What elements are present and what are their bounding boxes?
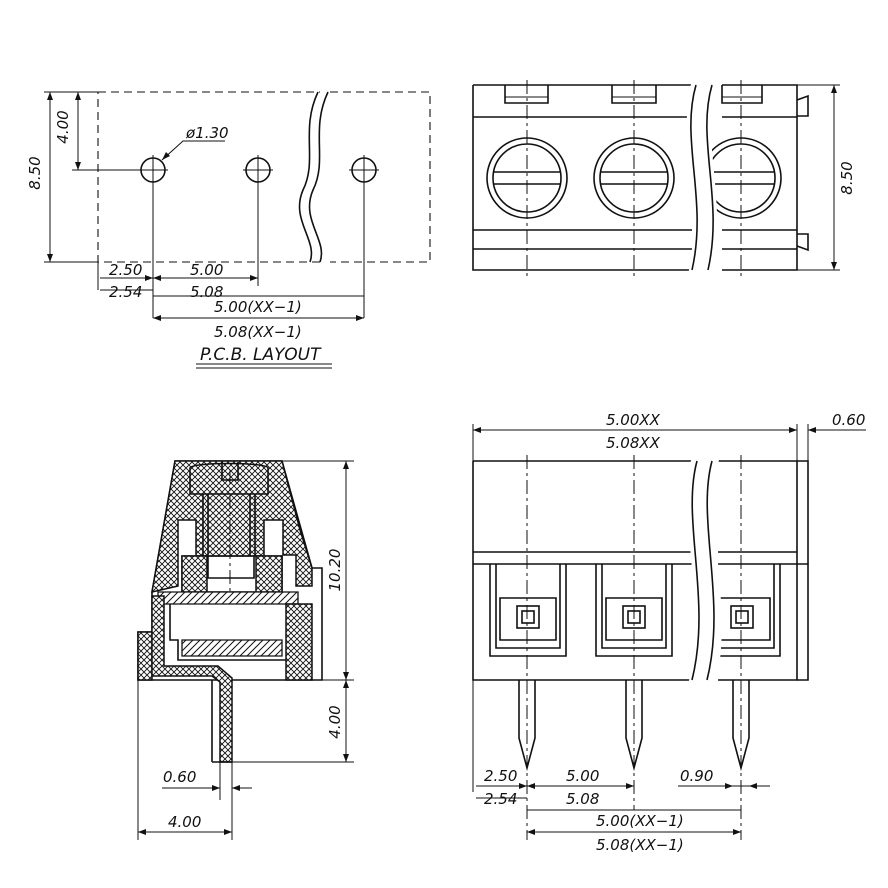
pcb-hole-offset-label: 4.00 <box>54 110 72 143</box>
front-end-label: 0.60 <box>832 411 865 429</box>
side-body-height-label: 10.20 <box>326 549 344 592</box>
front-pitch-label-a: 5.00 <box>566 767 599 785</box>
pcb-height-label: 8.50 <box>26 156 44 189</box>
side-base-width-label: 4.00 <box>168 813 201 831</box>
front-width-label-b: 5.08XX <box>606 434 661 452</box>
pcb-edge-label-b: 2.54 <box>109 283 142 301</box>
side-pin-thickness-label: 0.60 <box>163 768 196 786</box>
front-edge-label-b: 2.54 <box>484 790 517 808</box>
pcb-layout-title: P.C.B. LAYOUT <box>200 345 322 365</box>
pcb-layout-view: 8.50 4.00 ø1.30 2.50 2.54 5.00 5.08 5.00… <box>26 91 431 369</box>
front-total-label-b: 5.08(XX−1) <box>596 836 684 854</box>
front-total-label-a: 5.00(XX−1) <box>596 812 684 830</box>
front-pitch-label-b: 5.08 <box>566 790 599 808</box>
top-view: 8.50 <box>472 80 856 276</box>
side-section-view: 10.20 4.00 0.60 4.00 <box>137 460 354 840</box>
pcb-pitch-label-b: 5.08 <box>190 283 223 301</box>
pcb-total-label-b: 5.08(XX−1) <box>214 323 302 341</box>
pcb-pitch-label-a: 5.00 <box>190 261 223 279</box>
front-pin-width-label: 0.90 <box>680 767 713 785</box>
pcb-hole-diameter-label: ø1.30 <box>185 124 229 142</box>
wire-entry-1 <box>489 564 567 657</box>
top-view-height-label: 8.50 <box>838 161 856 194</box>
side-pin-length-label: 4.00 <box>326 705 344 738</box>
pcb-edge-label-a: 2.50 <box>109 261 142 279</box>
front-view: 5.00XX 5.08XX 0.60 2.50 2.54 5.00 5.08 0… <box>472 411 866 854</box>
pcb-total-label-a: 5.00(XX−1) <box>214 298 302 316</box>
front-width-label-a: 5.00XX <box>606 411 661 429</box>
front-edge-label-a: 2.50 <box>484 767 517 785</box>
